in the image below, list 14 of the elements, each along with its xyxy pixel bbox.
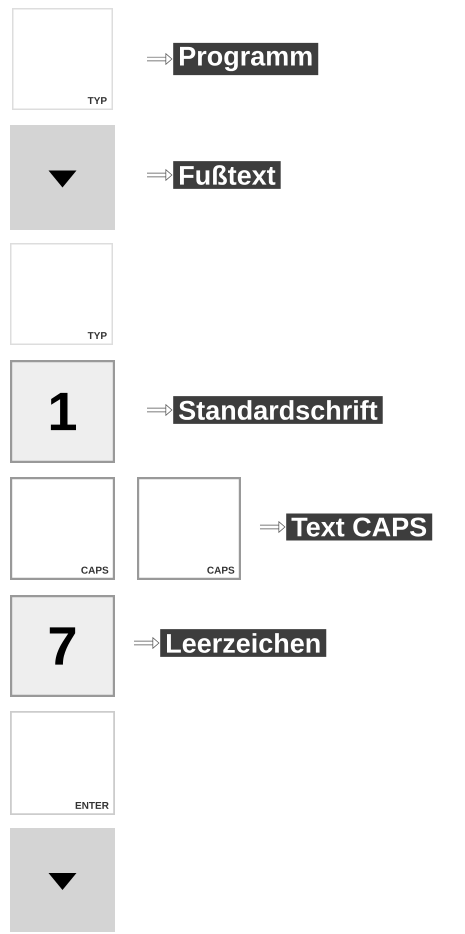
keyboard-key: [10, 125, 115, 230]
keyboard-key: CAPS: [10, 477, 115, 580]
keyboard-key: 1: [10, 360, 115, 463]
keyboard-key: [10, 828, 115, 932]
function-label: Leerzeichen: [160, 629, 326, 657]
function-label: Standardschrift: [173, 396, 383, 424]
function-label: Text CAPS: [286, 513, 432, 541]
function-label: Programm: [173, 42, 318, 76]
keyboard-key: CAPS: [137, 477, 241, 580]
keyboard-key: ENTER: [10, 711, 115, 815]
keyboard-key: 7: [10, 595, 115, 697]
function-label: Fußtext: [173, 161, 281, 189]
keyboard-key: TYP: [12, 8, 113, 110]
keyboard-key: TYP: [10, 243, 113, 345]
